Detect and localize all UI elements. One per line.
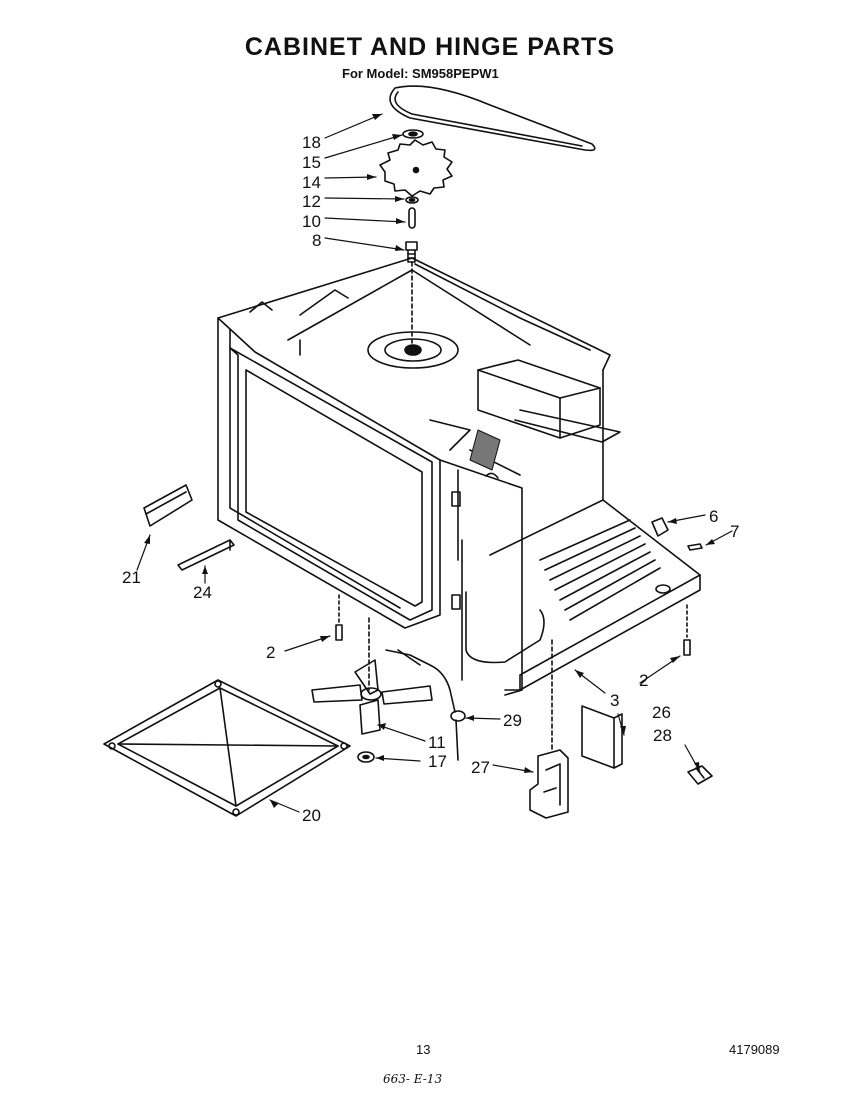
label-part-26: 26 xyxy=(652,703,671,722)
label-part-28: 28 xyxy=(653,726,672,745)
label-part-24: 24 xyxy=(193,583,212,602)
label-part-15: 15 xyxy=(302,153,321,172)
part-28-clip xyxy=(687,765,713,785)
cabinet-top-panel xyxy=(217,257,611,371)
label-part-20: 20 xyxy=(302,806,321,825)
label-part-18: 18 xyxy=(302,133,321,152)
label-part-11: 11 xyxy=(428,733,446,752)
label-part-21: 21 xyxy=(122,568,141,587)
label-part-27: 27 xyxy=(471,758,490,777)
label-part-12: 12 xyxy=(302,192,321,211)
part-24-bracket xyxy=(177,539,235,571)
part-12-washer xyxy=(405,196,419,204)
part-26-cover xyxy=(581,705,623,769)
label-part-8: 8 xyxy=(312,231,321,250)
label-part-3: 3 xyxy=(610,691,619,710)
part-3-base-plate xyxy=(489,499,701,691)
label-part-17: 17 xyxy=(428,752,447,771)
part-14-stirrer xyxy=(379,139,453,197)
part-labels: 18 15 14 12 10 8 6 7 21 24 2 2 3 29 26 2… xyxy=(122,133,739,825)
part-17-nut xyxy=(357,751,375,763)
model-subtitle: For Model: SM958PEPW1 xyxy=(342,66,499,81)
part-2-screw-left xyxy=(335,594,343,641)
part-15-washer xyxy=(402,129,424,139)
label-part-2-left: 2 xyxy=(266,643,275,662)
label-part-14: 14 xyxy=(302,173,321,192)
label-part-10: 10 xyxy=(302,212,321,231)
part-6-latch xyxy=(651,517,669,537)
magnetron-box xyxy=(477,359,621,501)
part-10-shaft xyxy=(408,207,416,229)
label-part-29: 29 xyxy=(503,711,522,730)
part-29-probe xyxy=(385,649,466,761)
document-number: 4179089 xyxy=(729,1042,780,1057)
leader-arrowheads xyxy=(144,114,715,808)
label-part-2-right: 2 xyxy=(639,671,648,690)
label-part-6: 6 xyxy=(709,507,718,526)
leader-lines xyxy=(136,113,733,813)
part-7-screw xyxy=(687,543,703,551)
part-27-hinge-block xyxy=(529,639,569,819)
label-part-7: 7 xyxy=(730,522,739,541)
part-18-seal xyxy=(389,85,596,152)
part-2-screw-right xyxy=(683,604,691,656)
part-20-tray xyxy=(103,679,351,817)
part-21-hinge xyxy=(143,484,193,527)
page-title: CABINET AND HINGE PARTS xyxy=(244,33,616,61)
cabinet-front-frame xyxy=(217,317,441,629)
part-11-fan xyxy=(311,617,433,735)
handwritten-note: 663- E-13 xyxy=(383,1072,443,1086)
page-number: 13 xyxy=(416,1042,431,1057)
cabinet-side-panel xyxy=(429,419,545,696)
